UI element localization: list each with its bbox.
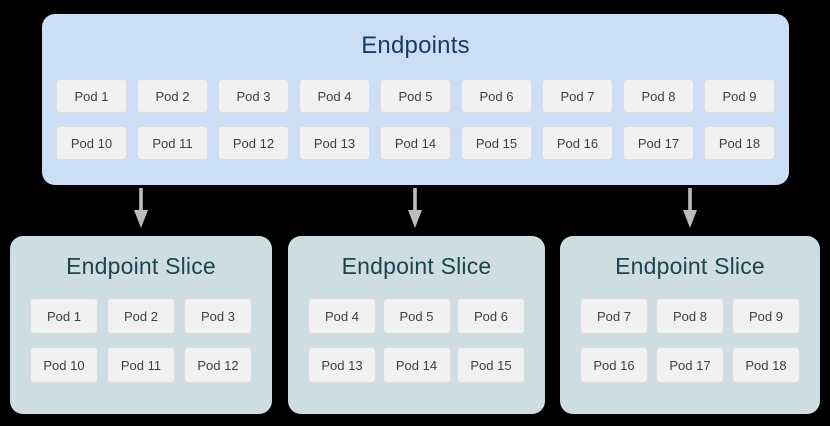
pod-chip: Pod 13 bbox=[299, 126, 370, 160]
endpoints-pod-grid: Pod 1 Pod 2 Pod 3 Pod 4 Pod 5 Pod 6 Pod … bbox=[56, 79, 775, 160]
pod-chip: Pod 18 bbox=[732, 347, 800, 383]
pod-chip: Pod 13 bbox=[308, 347, 376, 383]
down-arrow-icon bbox=[134, 188, 148, 228]
slice-pod-grid: Pod 4 Pod 5 Pod 6 Pod 13 Pod 14 Pod 15 bbox=[308, 298, 525, 383]
slice-pod-row: Pod 1 Pod 2 Pod 3 bbox=[30, 298, 252, 334]
pod-chip: Pod 9 bbox=[732, 298, 800, 334]
endpoint-slice-title: Endpoint Slice bbox=[341, 253, 492, 279]
slice-pod-grid: Pod 1 Pod 2 Pod 3 Pod 10 Pod 11 Pod 12 bbox=[30, 298, 252, 383]
endpoint-slice-panel-2: Endpoint Slice Pod 4 Pod 5 Pod 6 Pod 13 … bbox=[288, 236, 545, 414]
pod-chip: Pod 7 bbox=[542, 79, 613, 113]
down-arrow-icon bbox=[683, 188, 697, 228]
pod-chip: Pod 16 bbox=[542, 126, 613, 160]
slice-pod-grid: Pod 7 Pod 8 Pod 9 Pod 16 Pod 17 Pod 18 bbox=[580, 298, 800, 383]
slice-pod-row: Pod 10 Pod 11 Pod 12 bbox=[30, 347, 252, 383]
pod-chip: Pod 1 bbox=[56, 79, 127, 113]
pod-chip: Pod 10 bbox=[56, 126, 127, 160]
pod-chip: Pod 4 bbox=[308, 298, 376, 334]
endpoints-panel: Endpoints Pod 1 Pod 2 Pod 3 Pod 4 Pod 5 … bbox=[42, 14, 789, 185]
pod-chip: Pod 6 bbox=[457, 298, 525, 334]
pod-chip: Pod 15 bbox=[457, 347, 525, 383]
pod-chip: Pod 17 bbox=[623, 126, 694, 160]
pod-chip: Pod 11 bbox=[107, 347, 175, 383]
pod-chip: Pod 5 bbox=[382, 298, 451, 334]
slice-pod-row: Pod 7 Pod 8 Pod 9 bbox=[580, 298, 800, 334]
pod-chip: Pod 15 bbox=[461, 126, 532, 160]
pod-chip: Pod 17 bbox=[656, 347, 724, 383]
pod-chip: Pod 18 bbox=[704, 126, 775, 160]
endpoints-title: Endpoints bbox=[361, 32, 470, 59]
slice-pod-row: Pod 4 Pod 5 Pod 6 bbox=[308, 298, 525, 334]
pod-chip: Pod 2 bbox=[107, 298, 175, 334]
pod-chip: Pod 8 bbox=[623, 79, 694, 113]
pod-chip: Pod 3 bbox=[184, 298, 252, 334]
endpoint-slice-title: Endpoint Slice bbox=[615, 253, 765, 279]
pod-chip: Pod 12 bbox=[218, 126, 289, 160]
slice-pod-row: Pod 13 Pod 14 Pod 15 bbox=[308, 347, 525, 383]
endpoint-slice-panel-1: Endpoint Slice Pod 1 Pod 2 Pod 3 Pod 10 … bbox=[10, 236, 272, 414]
endpoints-pod-row: Pod 1 Pod 2 Pod 3 Pod 4 Pod 5 Pod 6 Pod … bbox=[56, 79, 775, 113]
pod-chip: Pod 16 bbox=[580, 347, 648, 383]
pod-chip: Pod 2 bbox=[137, 79, 208, 113]
pod-chip: Pod 10 bbox=[30, 347, 98, 383]
pod-chip: Pod 14 bbox=[382, 347, 451, 383]
endpoint-slice-panel-3: Endpoint Slice Pod 7 Pod 8 Pod 9 Pod 16 … bbox=[560, 236, 820, 414]
pod-chip: Pod 8 bbox=[656, 298, 724, 334]
pod-chip: Pod 7 bbox=[580, 298, 648, 334]
pod-chip: Pod 9 bbox=[704, 79, 775, 113]
pod-chip: Pod 4 bbox=[299, 79, 370, 113]
down-arrow-icon bbox=[408, 188, 422, 228]
pod-chip: Pod 6 bbox=[461, 79, 532, 113]
pod-chip: Pod 3 bbox=[218, 79, 289, 113]
pod-chip: Pod 5 bbox=[380, 79, 451, 113]
pod-chip: Pod 12 bbox=[184, 347, 252, 383]
endpoints-pod-row: Pod 10 Pod 11 Pod 12 Pod 13 Pod 14 Pod 1… bbox=[56, 126, 775, 160]
slice-pod-row: Pod 16 Pod 17 Pod 18 bbox=[580, 347, 800, 383]
endpoint-slice-title: Endpoint Slice bbox=[66, 253, 216, 279]
pod-chip: Pod 1 bbox=[30, 298, 98, 334]
pod-chip: Pod 14 bbox=[380, 126, 451, 160]
pod-chip: Pod 11 bbox=[137, 126, 208, 160]
